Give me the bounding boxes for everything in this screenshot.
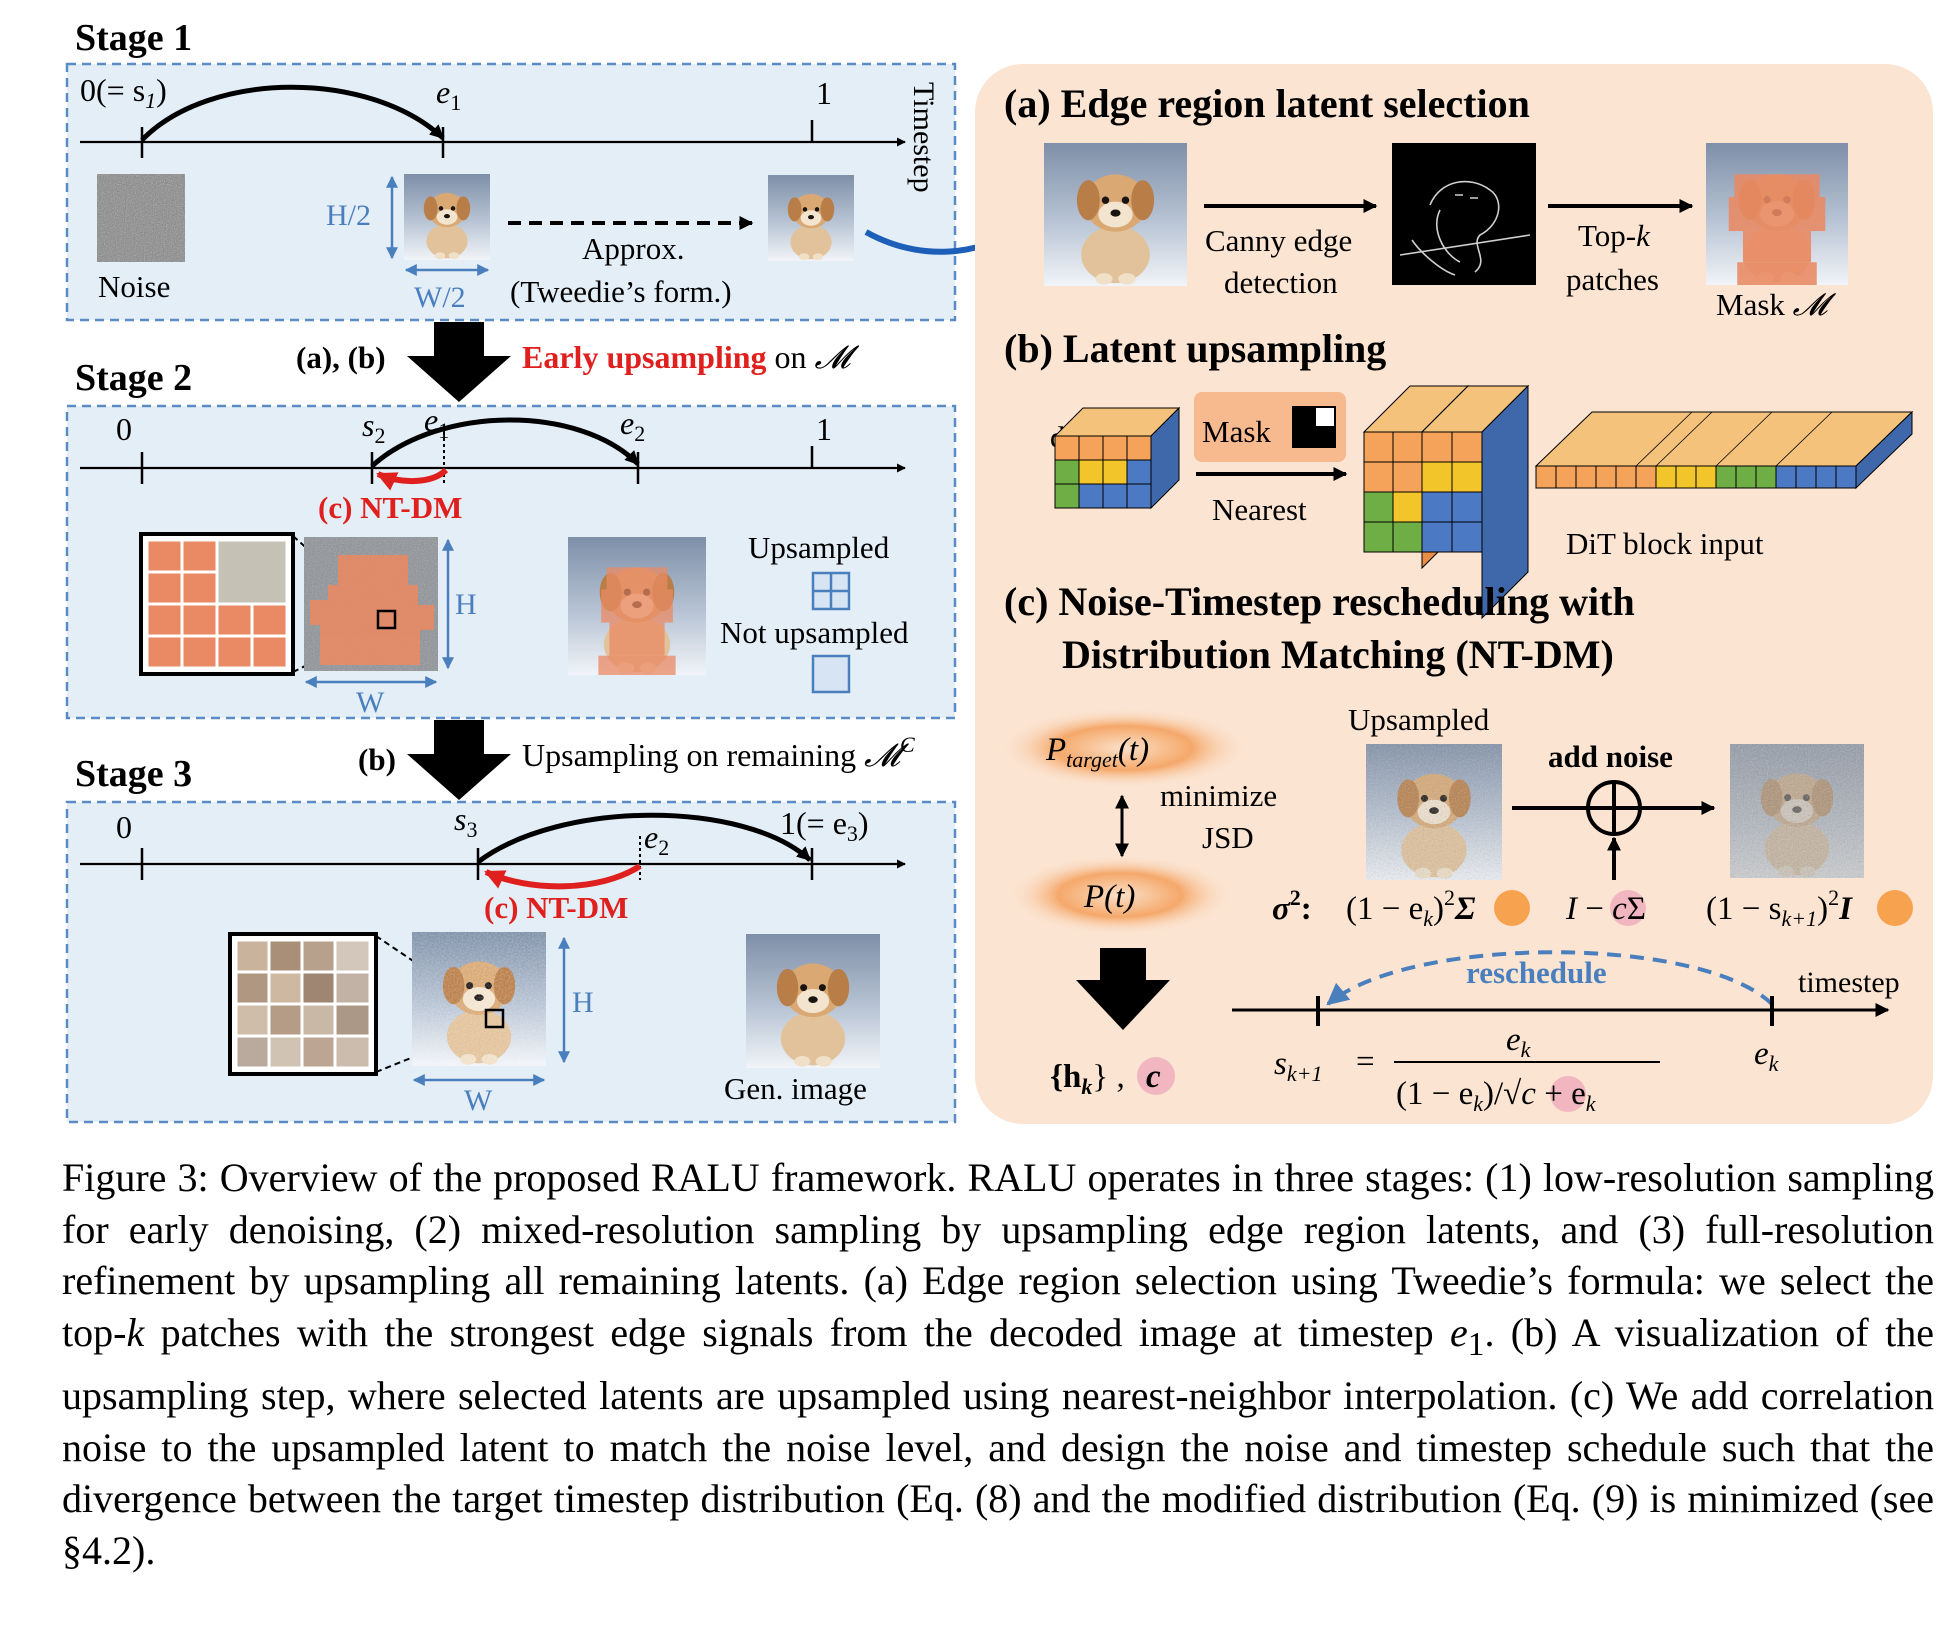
p-target-ellipse [1000,708,1248,788]
svg-text:1(= e3): 1(= e3) [780,805,869,846]
svg-text:0(= s1): 0(= s1) [80,72,167,113]
stage3-ntdm-arc [484,863,642,890]
svg-text:Ptarget(t): Ptarget(t) [1045,732,1149,772]
full-res-image [412,932,546,1066]
figure-caption: Figure 3: Overview of the proposed RALU … [62,1155,1934,1573]
svg-text:add noise: add noise [1548,739,1673,774]
panel-b-title: (b) Latent upsampling [1004,326,1386,371]
right-panel [975,64,1933,1124]
svg-text:W: W [356,686,385,719]
canny-edge-image [1392,143,1536,285]
generated-image [746,934,880,1068]
svg-text:Approx.: Approx. [582,231,684,266]
svg-text:Mask: Mask [1202,414,1271,449]
stage2-output-image [568,537,706,675]
svg-text:DiT block input: DiT block input [1566,526,1764,561]
approx-image [768,175,854,261]
svg-text:Upsampled: Upsampled [748,530,890,565]
svg-text:(1 − sk+1)2I: (1 − sk+1)2I [1706,885,1853,931]
svg-text:ek: ek [1754,1036,1780,1076]
stage3-zoom-inset [228,932,378,1076]
svg-text:0: 0 [116,809,132,845]
svg-text:Early upsampling on 𝓜: Early upsampling on 𝓜 [522,339,860,375]
svg-text:JSD: JSD [1202,820,1254,855]
upsampled-latent-cube [1362,384,1530,620]
svg-text:H: H [572,986,594,1019]
down-arrow-2 [407,720,511,800]
low-res-latent-cube [1053,406,1181,510]
panel-c-title-1: (c) Noise-Timestep rescheduling with [1004,579,1635,624]
stage1-title: Stage 1 [75,17,192,59]
reschedule-arc [1326,950,1774,1006]
svg-text:e2: e2 [644,819,669,860]
stage3-ntdm-label: (c) NT-DM [484,890,628,925]
stage2-jump-arc [370,417,640,468]
svg-text:Nearest: Nearest [1212,492,1307,527]
stage2-title: Stage 2 [75,357,192,399]
svg-text:1: 1 [816,411,832,447]
svg-text:H/2: H/2 [326,199,371,232]
panel-c-title-2: Distribution Matching (NT-DM) [1062,632,1614,677]
svg-text:Upsampled: Upsampled [1348,702,1490,737]
svg-text:Not upsampled: Not upsampled [720,615,909,650]
svg-text:minimize: minimize [1160,778,1277,813]
svg-text:e2: e2 [620,405,645,446]
svg-text:(b): (b) [358,742,396,777]
svg-text:timestep: timestep [1798,966,1900,999]
stage3-jump-arc [476,812,812,864]
timestep-label: Timestep [907,82,940,193]
svg-text:H: H [455,588,477,621]
noise-label: Noise [98,269,170,304]
svg-text:I − cΣ: I − cΣ [1565,891,1646,927]
upsampled-noisy-image [1366,744,1502,880]
stage2-zoom-inset [139,532,295,676]
svg-text:σ2:: σ2: [1272,885,1312,927]
dit-token-sequence [1534,410,1914,490]
stage2-ntdm-arc [376,467,449,491]
svg-text:W: W [464,1084,493,1117]
stage1-jump-arc [140,84,445,142]
svg-text:(a), (b): (a), (b) [296,340,386,375]
svg-text:(1 − ek)2Σ: (1 − ek)2Σ [1346,885,1476,931]
svg-text:Top-k: Top-k [1578,218,1651,253]
svg-text:(1 − ek)/√c + ek: (1 − ek)/√c + ek [1396,1076,1597,1116]
svg-text:Gen. image: Gen. image [724,1071,867,1106]
mask-image [1706,143,1848,285]
svg-text:0: 0 [116,411,132,447]
down-arrow-1 [407,322,511,402]
stage3-title: Stage 3 [75,753,192,795]
svg-text:W/2: W/2 [414,281,466,314]
svg-text:e1: e1 [436,74,461,115]
svg-text:reschedule: reschedule [1466,955,1607,990]
svg-text:{hk} ,: {hk} , [1050,1059,1125,1099]
noised-output-image [1730,744,1864,878]
half-res-image [404,174,490,260]
input-image-a [1044,143,1187,286]
panel-a-title: (a) Edge region latent selection [1004,81,1530,126]
stage1-axis-end: 1 [816,75,832,111]
svg-text:Canny edge: Canny edge [1205,223,1352,258]
svg-text:=: = [1356,1044,1375,1080]
stage2-ntdm-label: (c) NT-DM [318,490,462,525]
not-upsampled-legend-icon [811,654,851,694]
svg-text:P(t): P(t) [1083,879,1135,915]
upsampled-legend-icon [811,571,851,611]
svg-text:sk+1: sk+1 [1274,1046,1322,1086]
svg-text:(Tweedie’s form.): (Tweedie’s form.) [510,274,732,309]
svg-text:e1: e1 [424,402,449,443]
p-t-ellipse [1008,855,1232,935]
down-arrow-c [1076,948,1170,1030]
mixed-res-image [304,537,438,671]
svg-text:s2: s2 [362,407,385,448]
svg-text:ek: ek [1506,1022,1532,1062]
svg-text:s3: s3 [454,801,477,842]
svg-text:Upsampling on remaining 𝓜C: Upsampling on remaining 𝓜C [522,732,915,773]
svg-text:c: c [1146,1059,1161,1095]
ralu-figure: Stage 1 0(= s1) e1 1 Timestep Noise H/2 … [65,17,1933,1124]
svg-text:Mask 𝓜: Mask 𝓜 [1716,287,1837,322]
svg-text:patches: patches [1566,262,1659,297]
svg-text:detection: detection [1224,265,1338,300]
